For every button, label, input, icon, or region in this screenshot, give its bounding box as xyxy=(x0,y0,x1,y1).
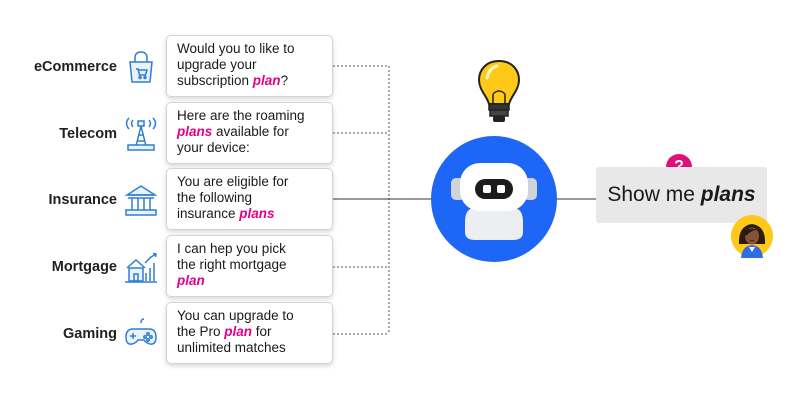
response-line: your device: xyxy=(177,140,324,156)
response-line: You are eligible for xyxy=(177,174,324,190)
response-text: Would you to like to xyxy=(177,41,295,56)
category-label: Telecom xyxy=(59,126,117,142)
response-line: subscription plan? xyxy=(177,73,324,89)
response-text: your device: xyxy=(177,140,250,155)
response-line: unlimited matches xyxy=(177,340,324,356)
gamepad-icon xyxy=(123,316,159,352)
response-text: available for xyxy=(212,124,289,139)
response-line: I can hep you pick xyxy=(177,241,324,257)
chatbot-robot-icon xyxy=(431,136,557,262)
user-query-bubble: Show me plans xyxy=(596,167,767,223)
category-label: Gaming xyxy=(63,326,117,342)
highlight-keyword: plans xyxy=(239,206,275,221)
response-line: Would you to like to xyxy=(177,41,324,57)
response-text: for xyxy=(252,324,272,339)
response-line: You can upgrade to xyxy=(177,308,324,324)
response-text: ? xyxy=(280,73,289,88)
response-text: I can hep you pick xyxy=(177,241,286,256)
query-keyword: plans xyxy=(700,183,756,206)
response-line: plans available for xyxy=(177,124,324,140)
response-line: the right mortgage xyxy=(177,257,324,273)
highlight-keyword: plan xyxy=(224,324,253,339)
lightbulb-icon xyxy=(475,58,523,130)
query-text: Show me xyxy=(607,183,701,206)
response-line: plan xyxy=(177,273,324,289)
cell-tower-icon xyxy=(123,116,159,152)
response-text: upgrade your xyxy=(177,57,257,72)
response-text: the Pro xyxy=(177,324,225,339)
shopping-bag-icon xyxy=(123,49,159,85)
response-text: insurance xyxy=(177,206,240,221)
response-line: Here are the roaming xyxy=(177,108,324,124)
response-text: Here are the roaming xyxy=(177,108,305,123)
category-label: Insurance xyxy=(48,192,118,208)
response-line: the Pro plan for xyxy=(177,324,324,340)
response-text: unlimited matches xyxy=(177,340,286,355)
house-growth-icon xyxy=(123,249,159,285)
bank-building-icon xyxy=(123,182,159,218)
response-line: upgrade your xyxy=(177,57,324,73)
response-text: the right mortgage xyxy=(177,257,287,272)
highlight-keyword: plan xyxy=(177,273,205,288)
category-label: eCommerce xyxy=(33,59,117,75)
category-label: Mortgage xyxy=(51,259,117,275)
response-text: You can upgrade to xyxy=(177,308,294,323)
highlight-keyword: plans xyxy=(177,124,213,139)
highlight-keyword: plan xyxy=(252,73,281,88)
response-line: the following xyxy=(177,190,324,206)
response-text: subscription xyxy=(177,73,253,88)
woman-avatar-icon xyxy=(730,214,774,258)
response-text: the following xyxy=(177,190,253,205)
response-text: You are eligible for xyxy=(177,174,289,189)
response-line: insurance plans xyxy=(177,206,324,222)
